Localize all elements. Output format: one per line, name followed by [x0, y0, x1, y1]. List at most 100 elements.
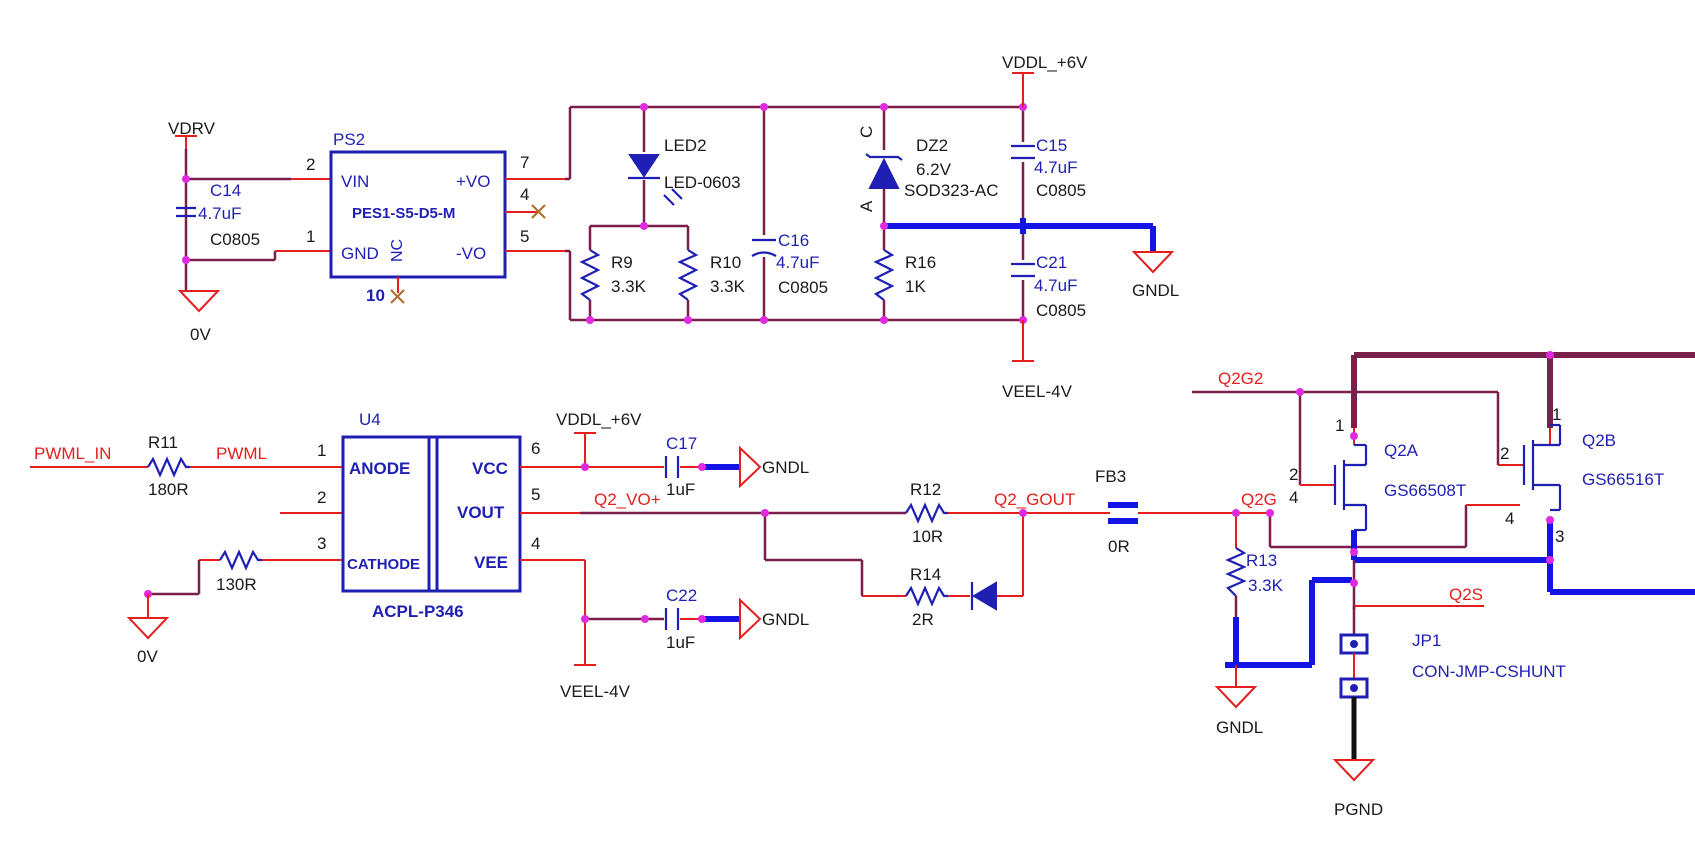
ps2-vin-label: VIN: [341, 172, 369, 191]
ps2-dcdc-converter: PS2 VIN GND PES1-S5-D5-M +VO -VO NC 2 1 …: [306, 130, 565, 305]
pwml-input-net: PWML_IN PWML: [30, 444, 343, 468]
ps2-gnd-label: GND: [341, 244, 379, 263]
q2a-ref: Q2A: [1384, 441, 1419, 460]
q2b-pin-1: 1: [1552, 405, 1561, 424]
r14-ref: R14: [910, 565, 941, 584]
c17-ref: C17: [666, 434, 697, 453]
q2a-pin-4: 4: [1289, 488, 1298, 507]
vdrv-label: VDRV: [168, 119, 216, 138]
jp1-jumper: JP1 CON-JMP-CSHUNT: [1339, 631, 1566, 760]
u4-pin-vcc: 6: [531, 439, 540, 458]
ps2-pin-nc-bottom: 10: [366, 286, 385, 305]
q2g-label: Q2G: [1241, 490, 1277, 509]
vddl-top-symbol: VDDL_+6V: [1002, 53, 1088, 107]
ps2-pin-gnd: 1: [306, 227, 315, 246]
c22-value: 1uF: [666, 633, 695, 652]
c14-ref: C14: [210, 181, 241, 200]
fb3-ferrite-bead: FB3 0R: [1095, 467, 1138, 556]
ground-symbol-0v-1: 0V: [177, 290, 221, 344]
fb3-value: 0R: [1108, 537, 1130, 556]
r10-value: 3.3K: [710, 277, 746, 296]
c16-capacitor: C16 4.7uF C0805: [751, 231, 828, 297]
gndl-label-2: GNDL: [762, 458, 809, 477]
r12-value: 10R: [912, 527, 943, 546]
ground-symbol-gndl-3: GNDL: [739, 597, 809, 641]
c21-package: C0805: [1036, 301, 1086, 320]
c21-value: 4.7uF: [1034, 276, 1077, 295]
c22-capacitor: C22 1uF: [664, 586, 697, 652]
r12-ref: R12: [910, 480, 941, 499]
q2-gout-label: Q2_GOUT: [994, 490, 1075, 509]
q2b-part: GS66516T: [1582, 470, 1664, 489]
ground-symbol-gndl-4: GNDL: [1214, 662, 1263, 737]
ps2-pin-mvo: 5: [520, 227, 529, 246]
u4-vee-label: VEE: [474, 553, 508, 572]
pwml-label: PWML: [216, 444, 267, 463]
dz2-value: 6.2V: [916, 160, 952, 179]
r16-value: 1K: [905, 277, 926, 296]
vdrv-net: VDRV: [168, 119, 331, 292]
c14-capacitor: C14 4.7uF C0805: [176, 181, 260, 249]
ps2-pin-pvo: 7: [520, 153, 529, 172]
led2-value: LED-0603: [664, 173, 741, 192]
veel-top-label: VEEL-4V: [1002, 382, 1073, 401]
r11-resistor: R11 180R: [147, 433, 190, 499]
u4-pin-2: 2: [317, 488, 326, 507]
q2b-pin-3: 3: [1555, 527, 1564, 546]
r11-ref: R11: [148, 433, 178, 452]
u4-anode-label: ANODE: [349, 459, 410, 478]
r14-resistor: R14 2R: [905, 565, 948, 629]
r-130-value: 130R: [216, 575, 257, 594]
q2b-pin-2: 2: [1500, 444, 1509, 463]
vee-net: VEEL-4V: [520, 559, 740, 701]
c15-ref: C15: [1036, 136, 1067, 155]
r13-value: 3.3K: [1248, 576, 1284, 595]
power-stage-wires: Q2G2 Q2S: [1192, 351, 1695, 635]
u4-pin-vout: 5: [531, 485, 540, 504]
jp1-part: CON-JMP-CSHUNT: [1412, 662, 1566, 681]
ground-symbol-gndl-1: GNDL: [1131, 251, 1179, 300]
q2-vo-label: Q2_VO+: [594, 490, 661, 509]
r9-ref: R9: [611, 253, 633, 272]
q2g2-label: Q2G2: [1218, 369, 1263, 388]
q2g-net: Q2G: [1138, 490, 1520, 668]
gate-driver-section: PWML_IN PWML R11 180R 130R 0V: [30, 351, 1695, 819]
c15-value: 4.7uF: [1034, 158, 1077, 177]
q2a-pin-1: 1: [1335, 416, 1344, 435]
u4-cathode-label: CATHODE: [347, 556, 420, 573]
r-130-resistor: 130R: [216, 549, 262, 594]
c17-capacitor: C17 1uF: [664, 434, 697, 499]
u4-pin-cathode: 3: [317, 534, 326, 553]
veel-top-symbol: VEEL-4V: [1002, 320, 1073, 401]
gate-drive-net: Q2_VO+ Q2_GOUT: [520, 490, 1110, 597]
c16-ref: C16: [778, 231, 809, 250]
c21-capacitor: C21 4.7uF C0805: [1011, 253, 1086, 320]
u4-pin-anode: 1: [317, 441, 326, 460]
pgnd-label: PGND: [1334, 800, 1383, 819]
led2-diode: LED2 LED-0603: [628, 136, 741, 206]
gate-diode: [970, 581, 997, 611]
zero-v-label-1: 0V: [190, 325, 211, 344]
dz2-ref: DZ2: [916, 136, 948, 155]
supply-bus-wires: [565, 103, 1156, 324]
fb3-ref: FB3: [1095, 467, 1126, 486]
q2a-part: GS66508T: [1384, 481, 1466, 500]
ps2-pvo-label: +VO: [456, 172, 491, 191]
vcc-net: VDDL_+6V: [520, 410, 740, 471]
q2s-label: Q2S: [1449, 585, 1483, 604]
u4-pin-vee: 4: [531, 534, 540, 553]
c14-value: 4.7uF: [198, 204, 241, 223]
u4-part: ACPL-P346: [372, 602, 464, 621]
r13-ref: R13: [1246, 551, 1277, 570]
c22-ref: C22: [666, 586, 697, 605]
r14-value: 2R: [912, 610, 934, 629]
r13-resistor: R13 3.3K: [1225, 547, 1284, 597]
c15-package: C0805: [1036, 181, 1086, 200]
vddl-mid-label: VDDL_+6V: [556, 410, 642, 429]
dz2-cathode-label: C: [857, 126, 876, 138]
c21-ref: C21: [1036, 253, 1067, 272]
ground-symbol-gndl-2: GNDL: [739, 445, 809, 489]
q2b-pin-4: 4: [1505, 509, 1514, 528]
ground-symbol-0v-2: 0V: [126, 594, 170, 666]
